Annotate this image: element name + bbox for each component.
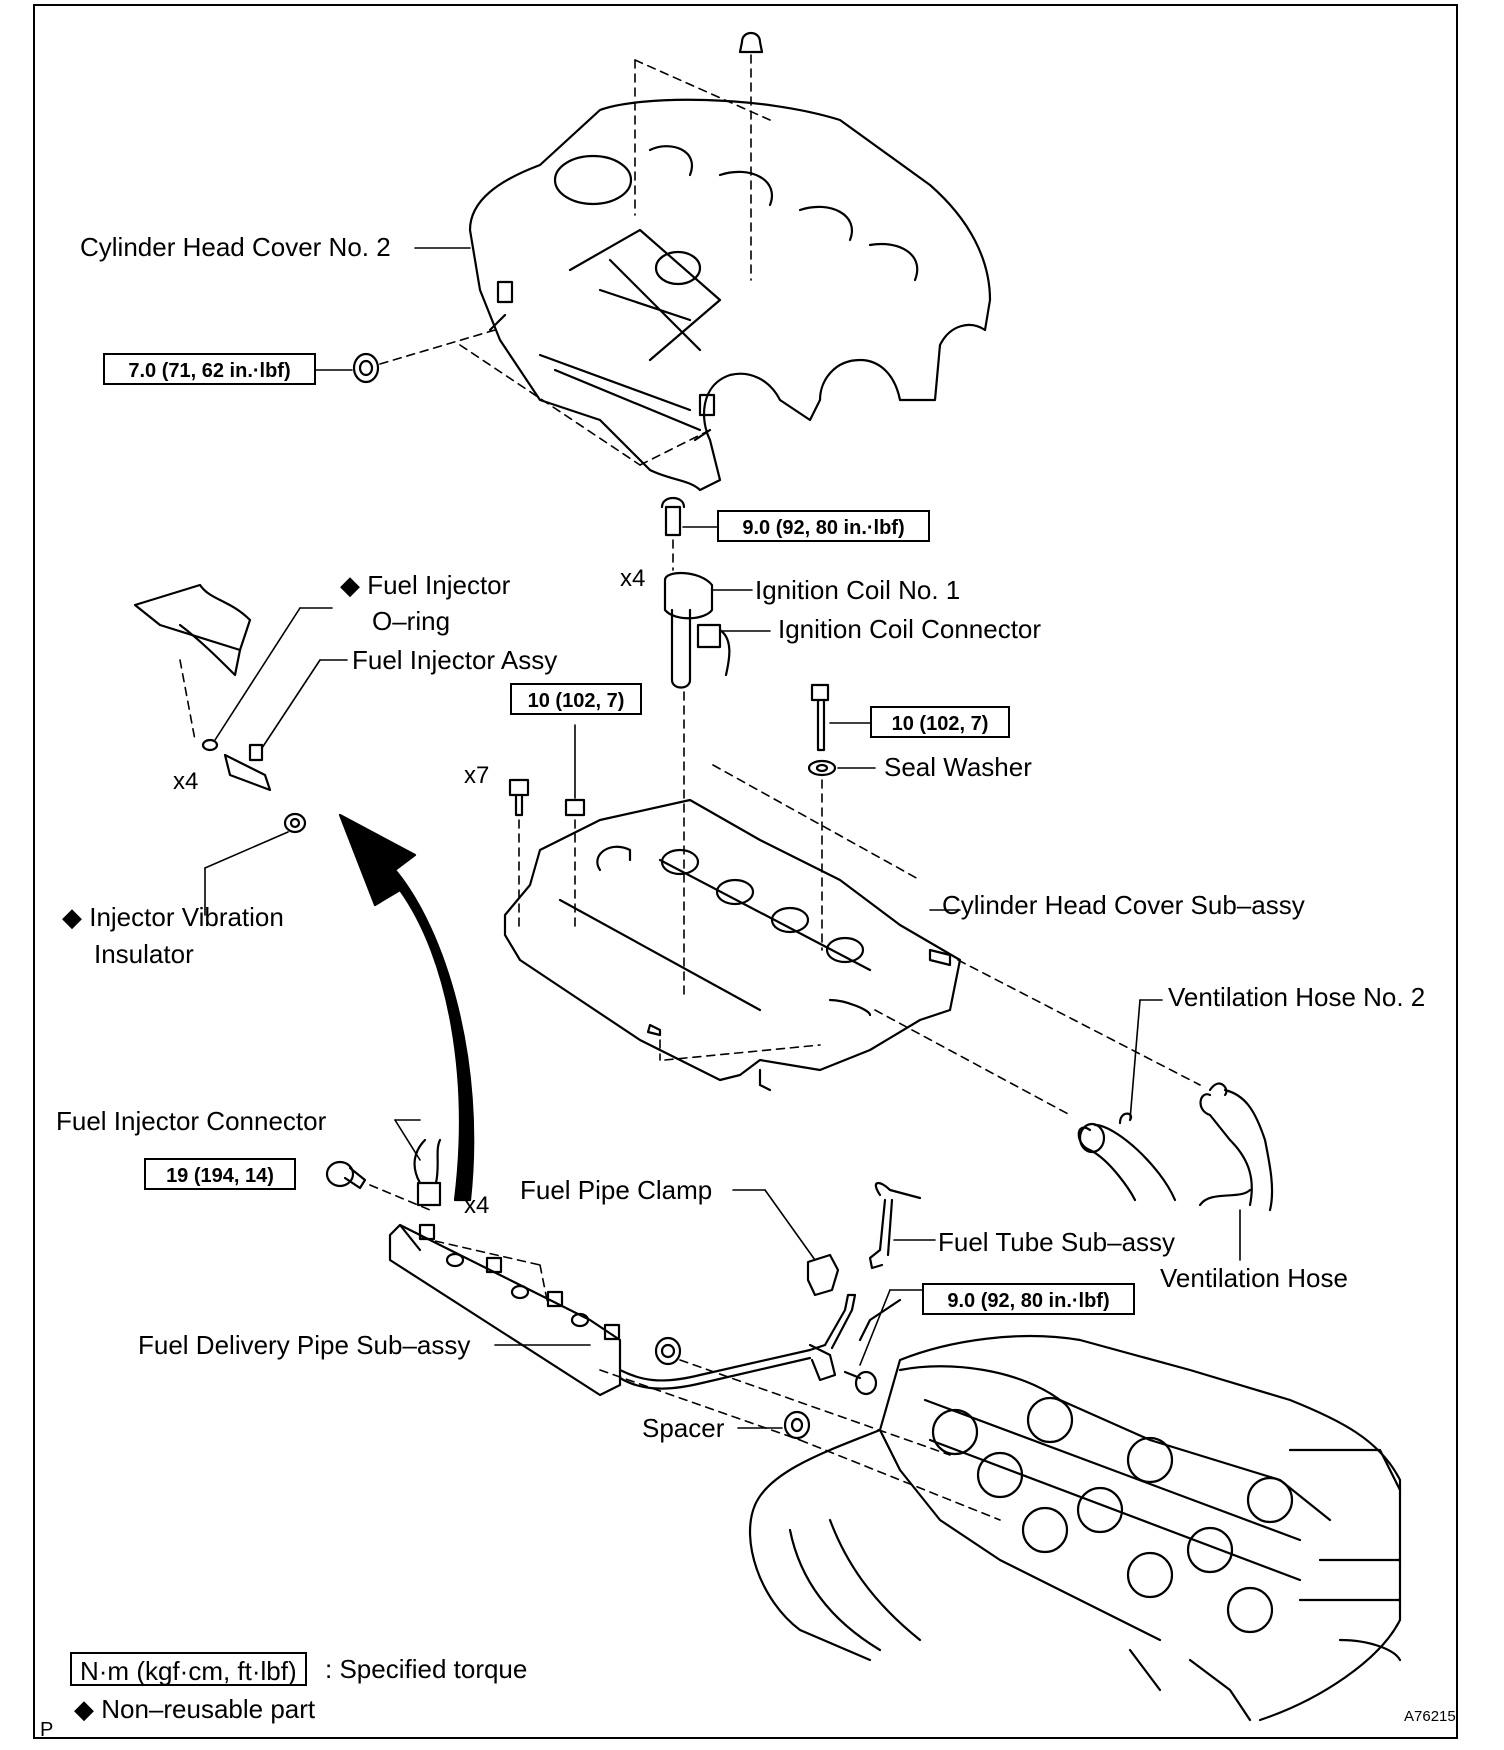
head-cover-bolts-drawing (508, 724, 586, 931)
diagram-frame (33, 4, 1458, 1739)
label-fuel-pipe-clamp: Fuel Pipe Clamp (520, 1175, 713, 1205)
label-ventilation-hose-no2: Ventilation Hose No. 2 (1168, 982, 1426, 1012)
label-cylinder-head-cover-no2: Cylinder Head Cover No. 2 (80, 232, 391, 262)
label-fuel-injector-oring-line1: ◆ Fuel Injector (340, 570, 511, 600)
qty-ignition-coil: x4 (620, 565, 646, 592)
label-fuel-injector-oring-line2: O–ring (372, 606, 451, 636)
legend-non-reusable-part: ◆ Non–reusable part (74, 1694, 316, 1724)
engine-cylinder-head-drawing (748, 1298, 1402, 1722)
torque-box-head-cover-bolt: 10 (102, 7) (510, 683, 642, 715)
label-seal-washer: Seal Washer (884, 752, 1032, 782)
seal-washer-bolt-drawing (712, 683, 921, 951)
cover-side-nut-drawing (352, 329, 711, 466)
qty-fuel-injector: x4 (173, 768, 199, 795)
figure-id: A76215 (1404, 1708, 1456, 1725)
label-ignition-coil-connector: Ignition Coil Connector (778, 614, 1042, 644)
label-spacer: Spacer (642, 1413, 725, 1443)
label-fuel-tube-subassy: Fuel Tube Sub–assy (938, 1227, 1176, 1257)
label-ventilation-hose: Ventilation Hose (1160, 1263, 1348, 1293)
label-ignition-coil-no1: Ignition Coil No. 1 (755, 575, 961, 605)
torque-box-cover-nut: 7.0 (71, 62 in.·lbf) (103, 353, 316, 385)
torque-box-seal-washer-bolt: 10 (102, 7) (870, 706, 1010, 738)
fuel-tube-bolt-drawing (843, 1289, 926, 1396)
cover-cap-nut-drawing (634, 31, 771, 281)
fuel-injector-assy-drawing (133, 583, 348, 916)
cylinder-head-cover-subassy-drawing (503, 798, 1201, 1116)
label-fuel-delivery-pipe-subassy: Fuel Delivery Pipe Sub–assy (138, 1330, 471, 1360)
fuel-injector-connector-drawing (394, 1119, 442, 1207)
torque-box-fuel-tube-bolt: 9.0 (92, 80 in.·lbf) (922, 1283, 1135, 1315)
fuel-pipe-clamp-drawing (732, 1189, 840, 1297)
torque-box-delivery-pipe-bolt: 19 (194, 14) (144, 1158, 296, 1190)
delivery-pipe-bolt-drawing (325, 1160, 431, 1211)
qty-head-cover-bolts: x7 (464, 762, 490, 789)
spacer-drawing (737, 1410, 811, 1440)
fuel-tube-drawing (868, 1182, 936, 1270)
label-injector-vibration-line2: Insulator (94, 939, 194, 969)
torque-box-coil-bolt: 9.0 (92, 80 in.·lbf) (717, 510, 930, 542)
ignition-coil-drawing (660, 496, 771, 1001)
qty-injector-connector: x4 (464, 1192, 490, 1219)
label-fuel-injector-assy: Fuel Injector Assy (352, 645, 558, 675)
install-direction-arrow (338, 813, 475, 1202)
page-mark: P (40, 1719, 54, 1741)
label-fuel-injector-connector: Fuel Injector Connector (56, 1106, 327, 1136)
ventilation-hoses-drawing (1077, 999, 1274, 1261)
legend-specified-torque: : Specified torque (325, 1654, 528, 1684)
label-cylinder-head-cover-subassy: Cylinder Head Cover Sub–assy (942, 890, 1305, 920)
label-injector-vibration-line1: ◆ Injector Vibration (62, 902, 284, 932)
legend-torque-units-box: N·m (kgf·cm, ft·lbf) (70, 1652, 307, 1686)
cylinder-head-cover-no2-drawing (468, 98, 992, 492)
fuel-delivery-pipe-drawing (388, 1223, 1001, 1521)
